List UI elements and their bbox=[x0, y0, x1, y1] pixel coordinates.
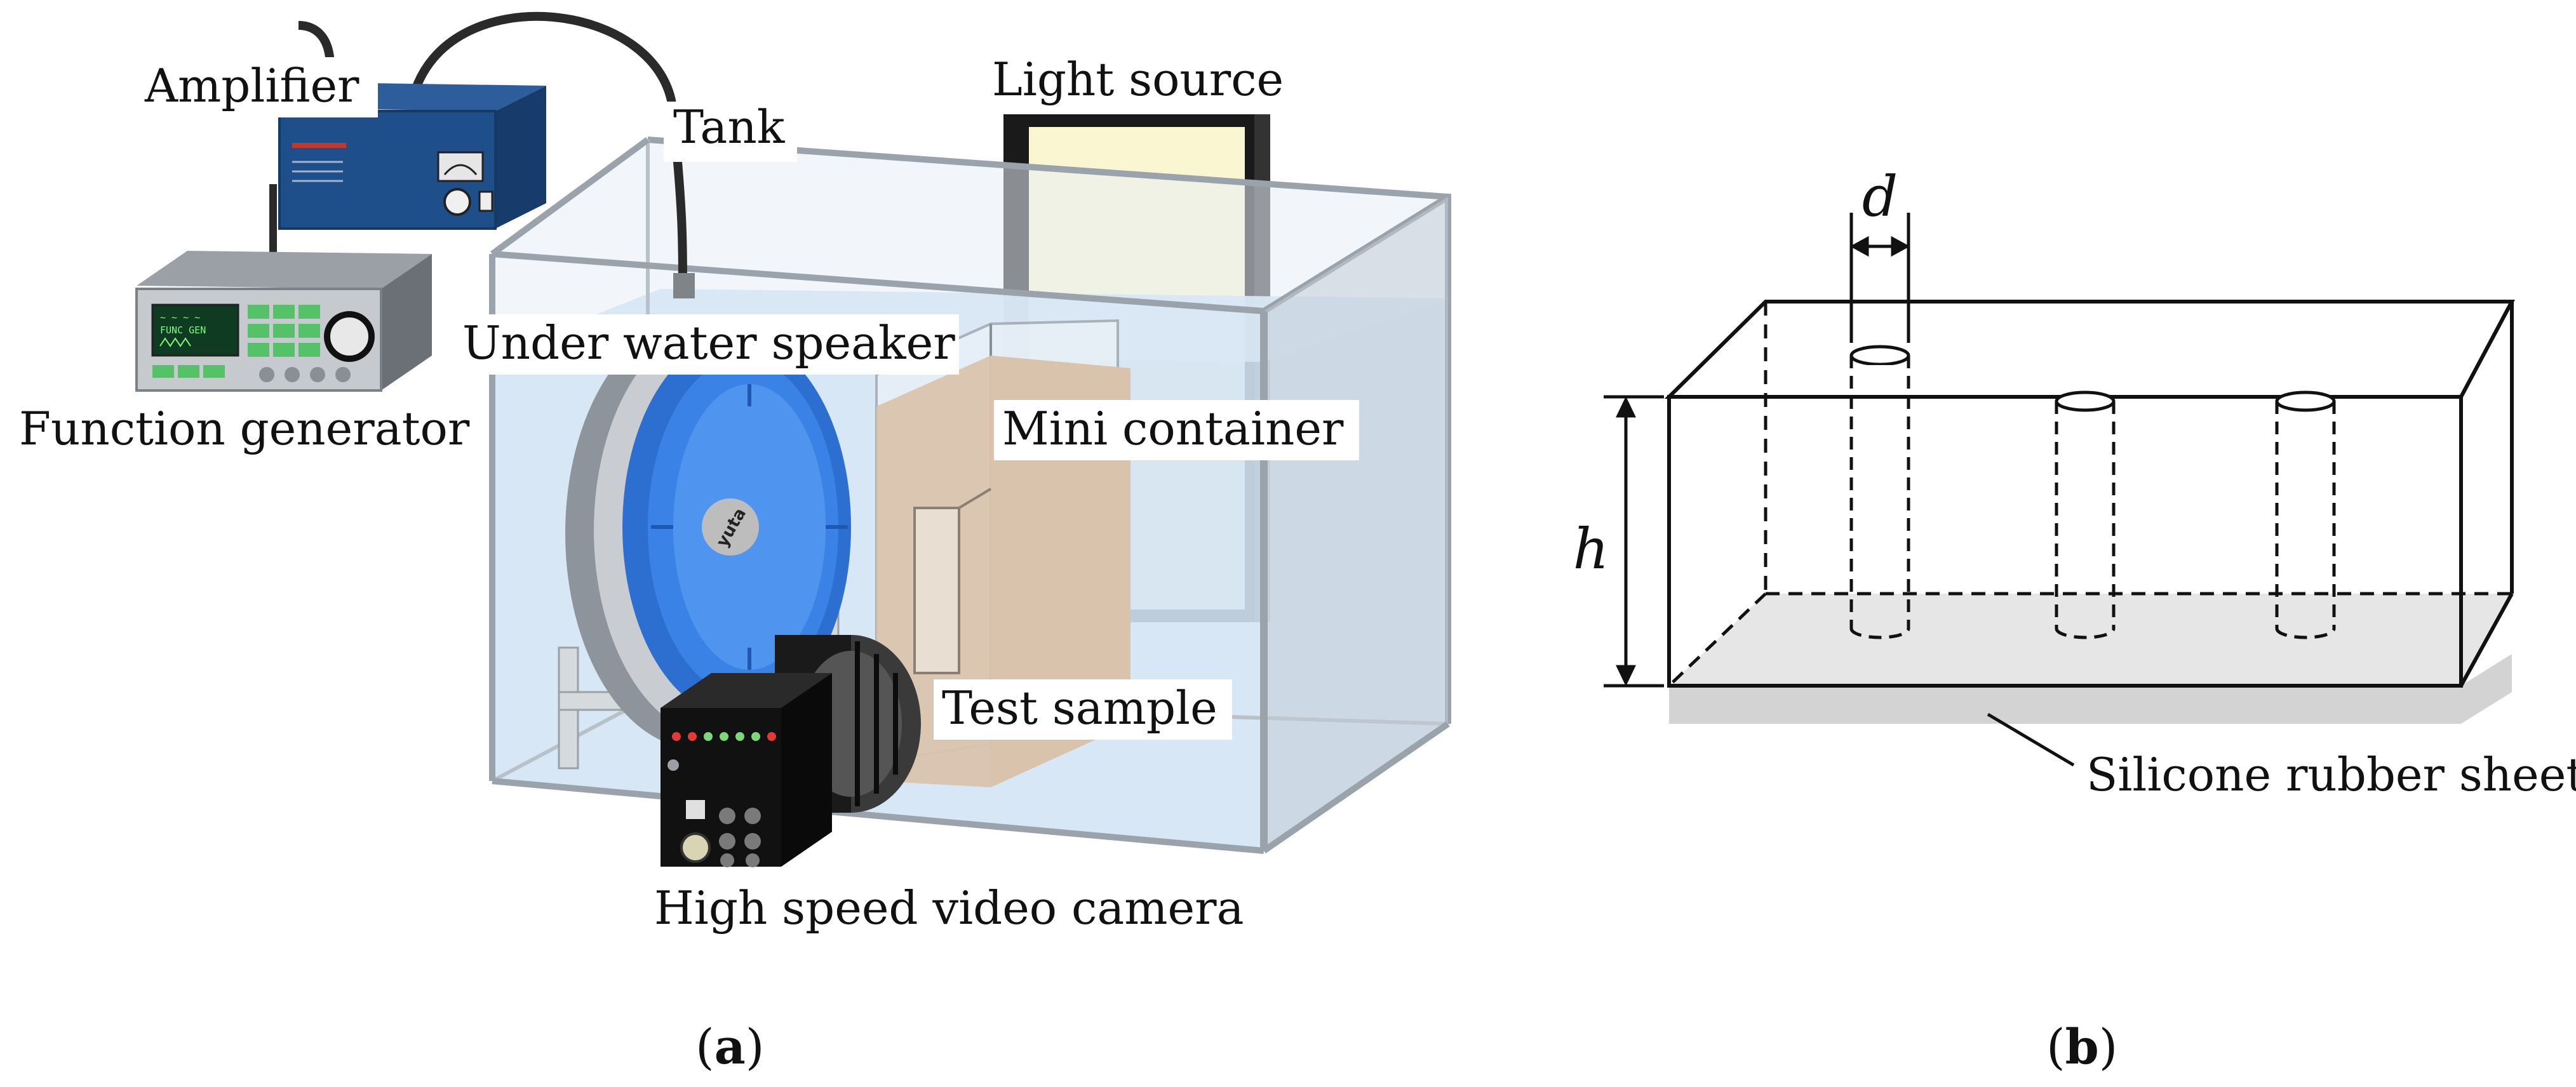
label-tank: Tank bbox=[673, 100, 786, 154]
label-function-generator: Function generator bbox=[19, 402, 470, 455]
caption-a-letter: a bbox=[714, 1018, 746, 1075]
caption-a: (a) bbox=[695, 1018, 765, 1075]
label-silicone-rubber-sheet: Silicone rubber sheet bbox=[2086, 748, 2576, 801]
label-under-water-speaker: Under water speaker bbox=[462, 316, 955, 370]
speaker-cable bbox=[408, 11, 687, 286]
holes bbox=[1849, 345, 2336, 639]
high-speed-camera bbox=[661, 635, 921, 867]
label-h: h bbox=[1573, 516, 1609, 582]
function-generator: ~ ~ ~ ~ FUNC GEN bbox=[135, 251, 432, 392]
dimension-d bbox=[1849, 213, 1910, 343]
svg-text:~ ~ ~ ~: ~ ~ ~ ~ bbox=[160, 312, 200, 323]
label-d: d bbox=[1862, 164, 1898, 229]
labels-panel-a: Amplifier Tank Light source Function gen… bbox=[13, 51, 1359, 935]
caption-b: (b) bbox=[2046, 1018, 2117, 1075]
caption-b-letter: b bbox=[2065, 1018, 2099, 1075]
sheet-leader-line bbox=[1987, 712, 2075, 767]
label-light-source: Light source bbox=[992, 53, 1284, 106]
dimension-h bbox=[1604, 395, 1664, 688]
speaker-cable-connector bbox=[673, 273, 695, 298]
label-test-sample: Test sample bbox=[942, 681, 1218, 735]
label-mini-container: Mini container bbox=[1002, 402, 1344, 455]
label-high-speed-camera: High speed video camera bbox=[654, 881, 1244, 935]
underwater-speaker: yuta bbox=[558, 317, 851, 770]
panel-a: yuta bbox=[13, 11, 1451, 1075]
hole bbox=[2275, 390, 2336, 639]
silicone-rubber-sheet bbox=[1669, 654, 2512, 724]
panel-b: d h Silicone rubber sheet (b) bbox=[1573, 164, 2576, 1075]
label-amplifier: Amplifier bbox=[144, 59, 359, 112]
hole bbox=[2055, 390, 2116, 639]
svg-text:FUNC GEN: FUNC GEN bbox=[160, 324, 206, 336]
